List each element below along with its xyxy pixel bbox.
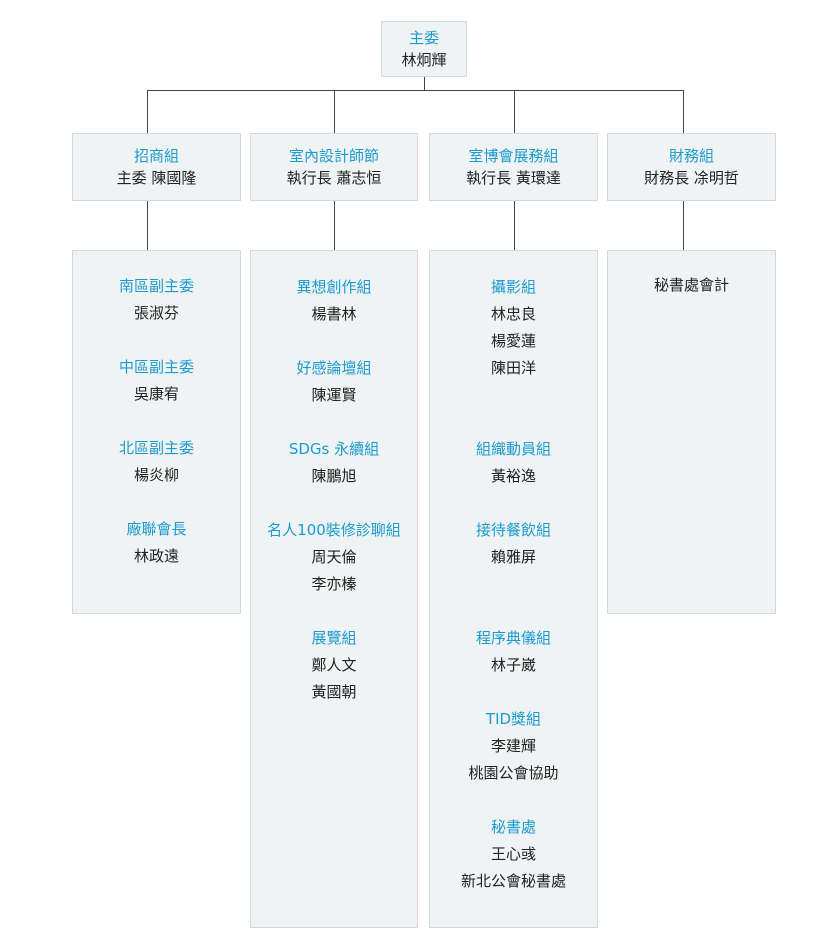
dept-title: 室內設計師節: [288, 147, 379, 165]
dept-node-2: 室內設計師節 執行長 蕭志恒: [250, 133, 418, 201]
members-box-1: 南區副主委 張淑芬 中區副主委 吳康宥 北區副主委 楊炎柳 廠聯會長 林政遠: [72, 250, 241, 614]
group-title: 攝影組: [490, 278, 536, 296]
member-name: 李亦榛: [311, 575, 357, 593]
dept-leader: 主委 陳國隆: [116, 169, 197, 187]
members-box-3: 攝影組 林忠良 楊愛蓮 陳田洋 組織動員組 黃裕逸 接待餐飲組 賴雅屏 程序典儀…: [429, 250, 598, 928]
member-name: 賴雅屏: [490, 548, 536, 566]
connector-horizontal-bar: [147, 90, 684, 91]
group-title: 組織動員組: [475, 440, 551, 458]
top-node-title: 主委: [408, 29, 439, 47]
group-title: 程序典儀組: [475, 629, 551, 647]
dept-node-4: 財務組 財務長 凃明哲: [607, 133, 776, 201]
member-name: 黃裕逸: [490, 467, 536, 485]
member-name: 黃國朝: [311, 683, 357, 701]
group-title: 中區副主委: [118, 358, 194, 376]
connector-to-dept-4: [683, 90, 684, 134]
connector-dept-1-members: [147, 201, 148, 250]
dept-leader: 執行長 黃環達: [466, 169, 561, 187]
member-name: 陳運賢: [311, 386, 357, 404]
dept-title: 財務組: [668, 147, 714, 165]
member-name: 楊愛蓮: [490, 332, 536, 350]
group-title: 好感論壇組: [296, 359, 372, 377]
top-node: 主委 林炯輝: [381, 21, 467, 77]
group-title: 秘書處: [490, 818, 536, 836]
member-name: 林忠良: [490, 305, 536, 323]
dept-node-1: 招商組 主委 陳國隆: [72, 133, 241, 201]
dept-title: 招商組: [133, 147, 179, 165]
connector-to-dept-1: [147, 90, 148, 134]
member-name: 楊炎柳: [133, 466, 179, 484]
connector-dept-2-members: [334, 201, 335, 250]
connector-dept-3-members: [514, 201, 515, 250]
member-name: 李建輝: [490, 737, 536, 755]
dept-leader: 財務長 凃明哲: [644, 169, 739, 187]
connector-dept-4-members: [683, 201, 684, 250]
member-name: 鄭人文: [311, 656, 357, 674]
member-name: 張淑芬: [133, 304, 179, 322]
member-name: 陳鵬旭: [311, 467, 357, 485]
connector-to-dept-2: [334, 90, 335, 134]
group-title: TID獎組: [485, 710, 542, 728]
members-box-2: 異想創作組 楊書林 好感論壇組 陳運賢 SDGs 永續組 陳鵬旭 名人100裝修…: [250, 250, 418, 928]
member-name: 林子崴: [490, 656, 536, 674]
group-title: 南區副主委: [118, 277, 194, 295]
member-name: 楊書林: [311, 305, 357, 323]
member-name: 新北公會秘書處: [460, 872, 566, 890]
member-name: 王心彧: [490, 845, 536, 863]
member-name: 吳康宥: [133, 385, 179, 403]
top-node-name: 林炯輝: [401, 51, 447, 69]
group-title: 北區副主委: [118, 439, 194, 457]
connector-to-dept-3: [514, 90, 515, 134]
member-name: 周天倫: [311, 548, 357, 566]
group-title: 名人100裝修診聊組: [267, 521, 401, 539]
group-title: 廠聯會長: [126, 520, 187, 538]
member-name: 秘書處會計: [653, 276, 729, 294]
group-title: SDGs 永續組: [288, 440, 380, 458]
members-box-4: 秘書處會計: [607, 250, 776, 614]
dept-title: 室博會展務組: [468, 147, 559, 165]
connector-top-down: [424, 77, 425, 91]
member-name: 桃園公會協助: [468, 764, 559, 782]
group-title: 接待餐飲組: [475, 521, 551, 539]
group-title: 異想創作組: [296, 278, 372, 296]
member-name: 林政遠: [133, 547, 179, 565]
dept-node-3: 室博會展務組 執行長 黃環達: [429, 133, 598, 201]
member-name: 陳田洋: [490, 359, 536, 377]
dept-leader: 執行長 蕭志恒: [286, 169, 382, 187]
group-title: 展覽組: [311, 629, 357, 647]
